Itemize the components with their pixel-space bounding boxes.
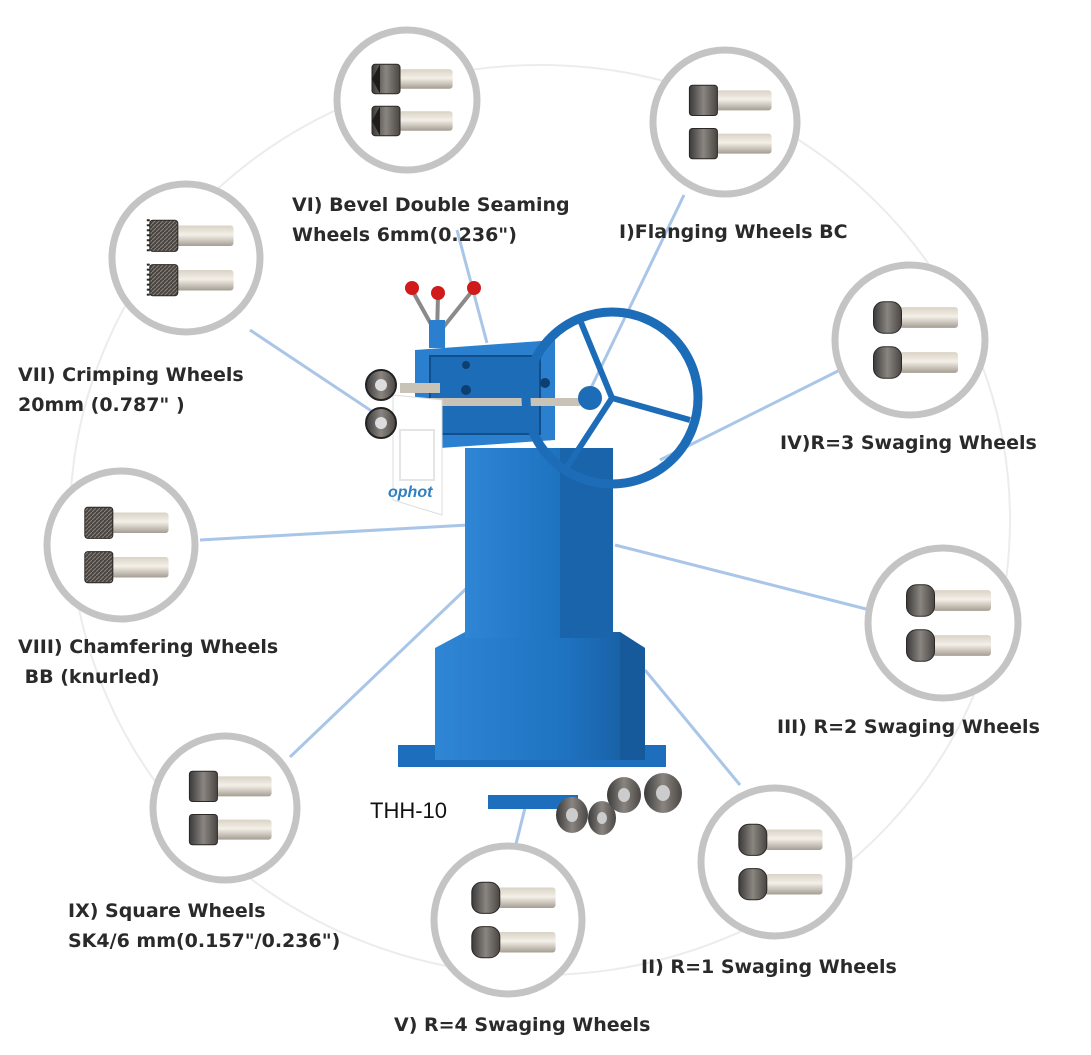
machine-base-foot bbox=[488, 795, 578, 809]
red-knob bbox=[467, 281, 481, 295]
detail-ring bbox=[108, 180, 264, 336]
detail-ring bbox=[697, 784, 853, 940]
wheel-detail-circle bbox=[864, 544, 1022, 702]
connector-line bbox=[614, 543, 871, 612]
detail-ring bbox=[864, 544, 1022, 702]
detail-ring bbox=[149, 732, 301, 884]
connector-line bbox=[659, 368, 841, 462]
wheel-detail-circle bbox=[831, 261, 989, 419]
detail-ring bbox=[43, 467, 199, 623]
brand-logo: ophot bbox=[388, 484, 433, 501]
wheel-label-line1: VII) Crimping Wheels bbox=[18, 364, 244, 386]
wheel-detail-circle bbox=[333, 26, 481, 174]
connector-lines bbox=[199, 194, 871, 849]
swage-wheel-icon bbox=[471, 881, 556, 959]
drive-shaft bbox=[430, 398, 580, 406]
wheel-label-line1: V) R=4 Swaging Wheels bbox=[394, 1014, 651, 1036]
wheel-circles bbox=[43, 26, 1022, 998]
wheel-label-line2: BB (knurled) bbox=[18, 666, 160, 688]
wheel-label-line2: Wheels 6mm(0.236") bbox=[292, 224, 517, 246]
flange-wheel-icon bbox=[688, 84, 772, 160]
square-wheel-icon bbox=[188, 770, 272, 846]
model-label: THH-10 bbox=[370, 798, 448, 823]
wheel-label-chamfering: VIII) Chamfering Wheels BB (knurled) bbox=[18, 632, 278, 692]
wheel-label-r4-swaging: V) R=4 Swaging Wheels bbox=[394, 1010, 650, 1040]
knurled-wheel-icon bbox=[84, 506, 169, 584]
red-knob bbox=[405, 281, 419, 295]
wheel-detail-circle bbox=[649, 46, 801, 198]
connector-line bbox=[199, 523, 469, 542]
wheel-label-line1: VIII) Chamfering Wheels bbox=[18, 636, 279, 658]
wheel-label-line2: 20mm (0.787" ) bbox=[18, 394, 185, 416]
detail-ring bbox=[831, 261, 989, 419]
detail-ring bbox=[649, 46, 801, 198]
connector-line bbox=[643, 669, 742, 786]
wheel-label-line1: I)Flanging Wheels BC bbox=[619, 221, 848, 243]
wheel-label-line1: IV)R=3 Swaging Wheels bbox=[780, 432, 1037, 454]
wheel-label-line2: SK4/6 mm(0.157"/0.236") bbox=[68, 930, 341, 952]
wheel-label-bevel-double-seaming: VI) Bevel Double Seaming Wheels 6mm(0.23… bbox=[292, 190, 570, 250]
connector-line bbox=[249, 328, 386, 422]
red-knob bbox=[431, 286, 445, 300]
wheel-label-r1-swaging: II) R=1 Swaging Wheels bbox=[641, 952, 897, 982]
hand-wheel bbox=[521, 307, 703, 489]
wheel-label-line1: VI) Bevel Double Seaming bbox=[292, 194, 570, 216]
wheel-label-line1: III) R=2 Swaging Wheels bbox=[777, 716, 1040, 738]
connector-line bbox=[588, 194, 686, 391]
wheel-label-square: IX) Square Wheels SK4/6 mm(0.157"/0.236"… bbox=[68, 896, 340, 956]
spare-wheels bbox=[556, 773, 682, 835]
brand-tag bbox=[392, 394, 443, 516]
bead-roller-machine bbox=[365, 281, 703, 835]
swage-wheel-icon bbox=[873, 301, 958, 379]
bevel-wheel-icon bbox=[371, 63, 453, 137]
wheel-detail-circle bbox=[149, 732, 301, 884]
wheel-label-r3-swaging: IV)R=3 Swaging Wheels bbox=[780, 428, 1037, 458]
wheel-detail-circle bbox=[108, 180, 264, 336]
wheel-label-r2-swaging: III) R=2 Swaging Wheels bbox=[777, 712, 1040, 742]
wheel-detail-circle bbox=[697, 784, 853, 940]
wheel-detail-circle bbox=[43, 467, 199, 623]
wheel-label-line1: IX) Square Wheels bbox=[68, 900, 266, 922]
wheel-label-flanging: I)Flanging Wheels BC bbox=[619, 217, 848, 247]
wheel-detail-circle bbox=[430, 842, 586, 998]
connector-line bbox=[513, 807, 527, 849]
connector-line bbox=[288, 583, 472, 759]
crimp-wheel-icon bbox=[146, 219, 234, 297]
detail-ring bbox=[333, 26, 481, 174]
swage-wheel-icon bbox=[906, 584, 991, 662]
wheel-label-crimping: VII) Crimping Wheels 20mm (0.787" ) bbox=[18, 360, 244, 420]
swage-wheel-icon bbox=[738, 823, 823, 901]
machine-lower-box bbox=[435, 632, 645, 760]
detail-ring bbox=[430, 842, 586, 998]
wheel-label-line1: II) R=1 Swaging Wheels bbox=[641, 956, 897, 978]
